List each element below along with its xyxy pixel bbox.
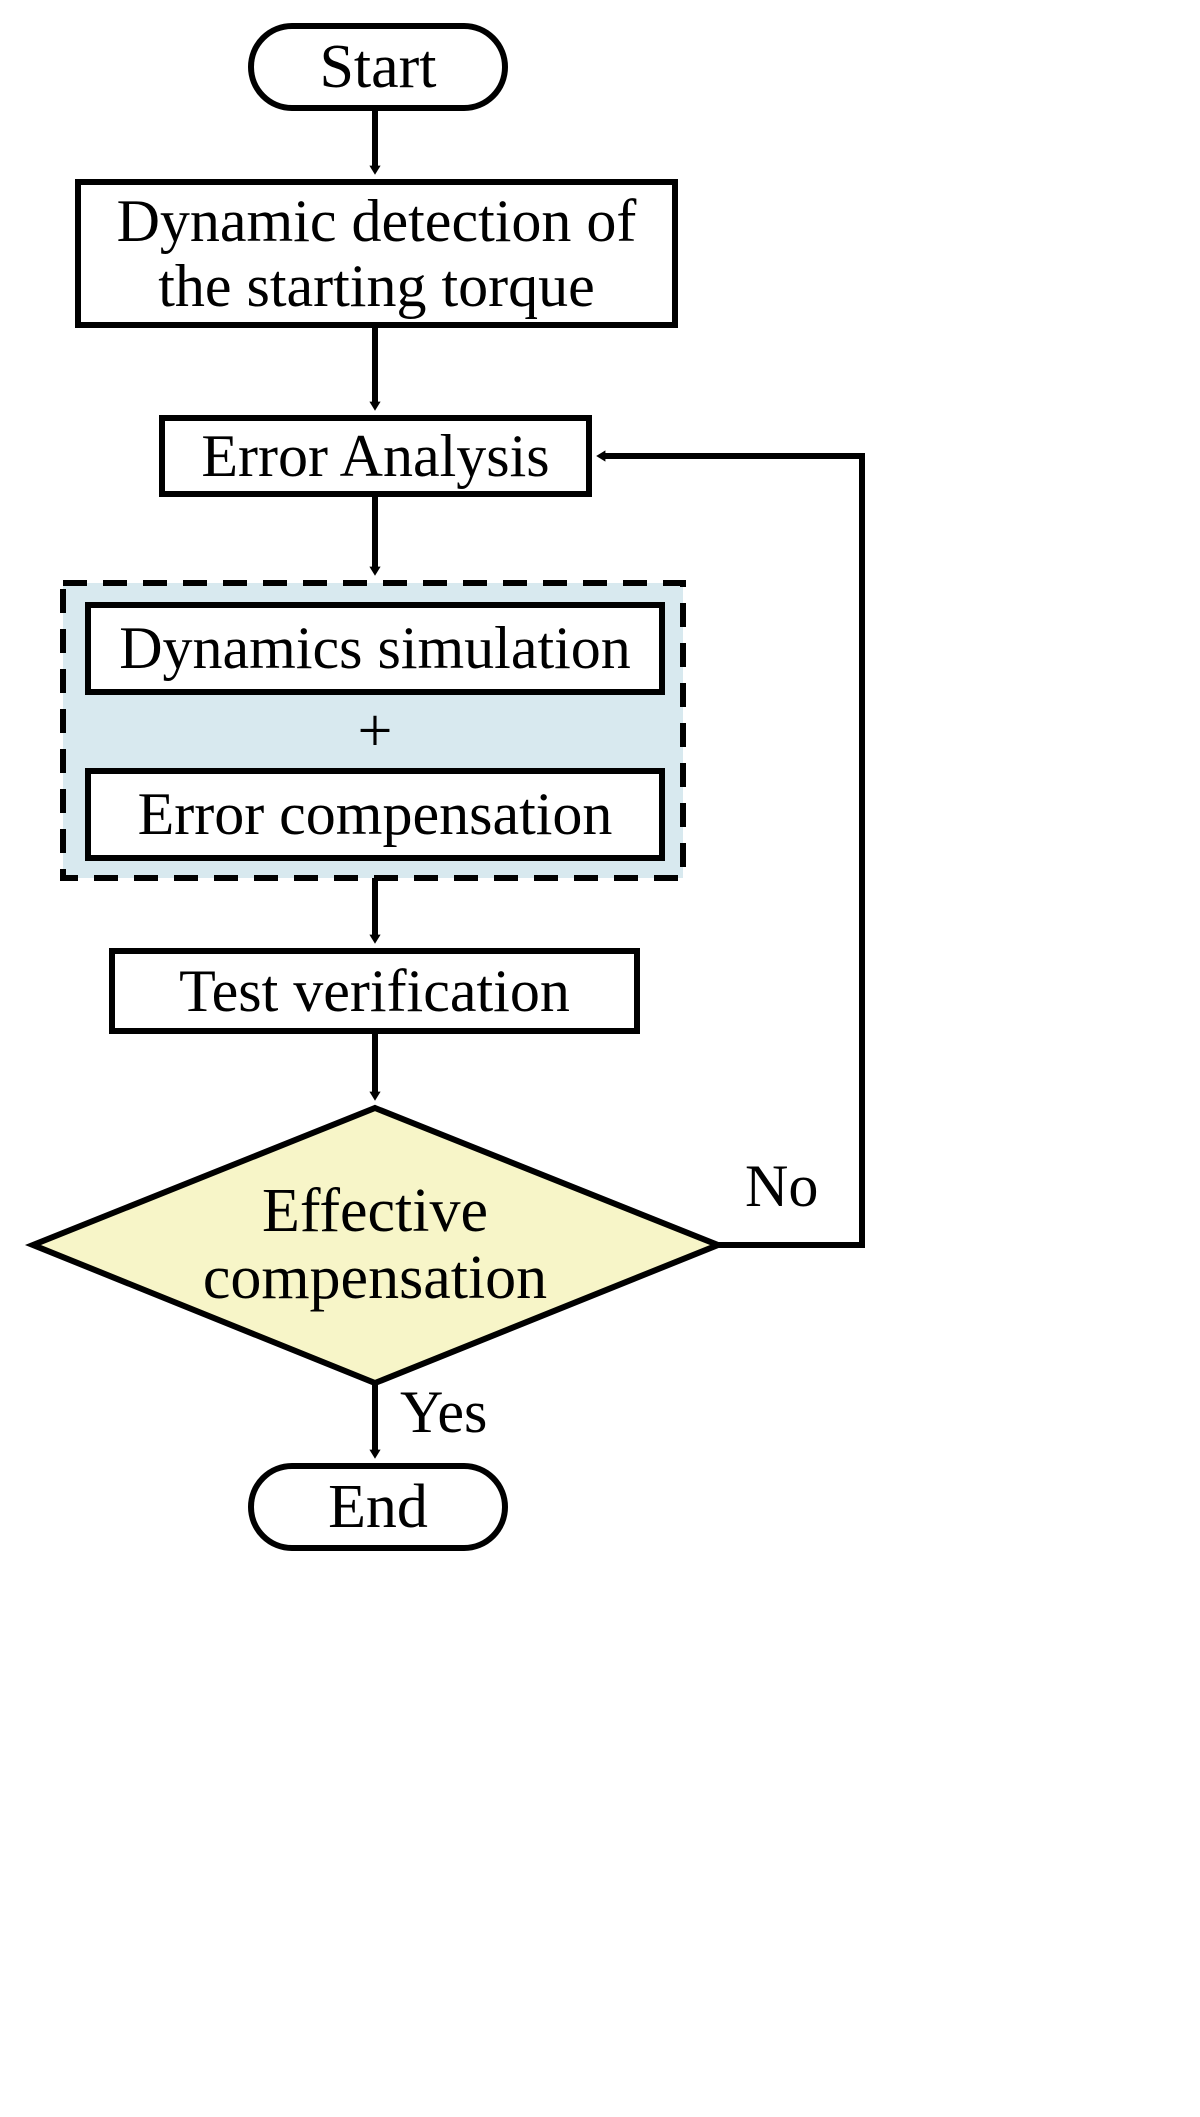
node-detect-shape[interactable]	[75, 179, 678, 328]
edge-decision-no-to-error-analysis	[596, 450, 865, 1248]
edge-label-no: No	[745, 1153, 819, 1219]
node-test-verification-shape[interactable]	[109, 948, 640, 1034]
edge-label-yes: Yes	[400, 1379, 488, 1445]
node-error-analysis-shape[interactable]	[159, 415, 592, 497]
node-decision-shape[interactable]	[24, 1104, 727, 1387]
node-start-shape[interactable]	[248, 23, 508, 111]
node-end-shape[interactable]	[248, 1463, 508, 1551]
node-error-compensation-shape[interactable]	[85, 768, 665, 861]
node-dynamics-simulation-shape[interactable]	[85, 602, 665, 695]
